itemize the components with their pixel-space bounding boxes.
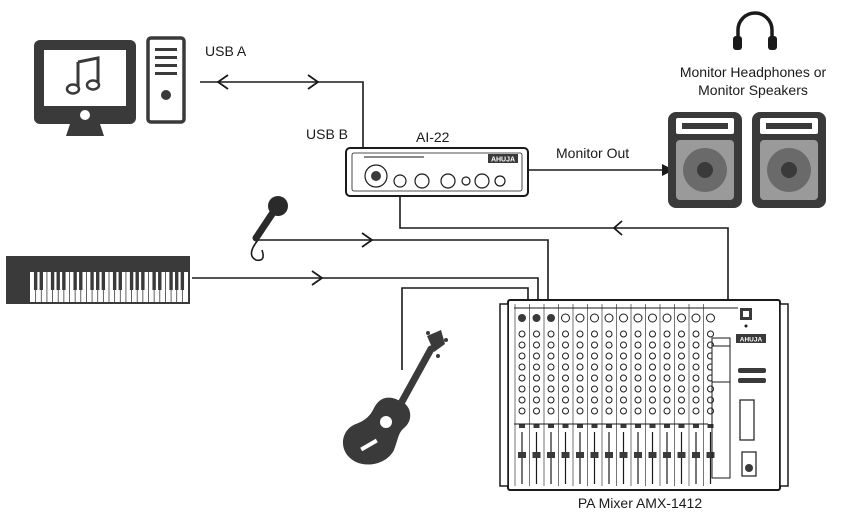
- mixer-console-icon: AHUJA: [499, 299, 789, 491]
- usb-a-label: USB A: [205, 43, 247, 59]
- desktop-computer-icon: [34, 36, 186, 136]
- cable-microphone: [258, 232, 549, 312]
- mixer-name-label: PA Mixer AMX-1412: [578, 495, 702, 511]
- pa-speaker-icon: [668, 112, 742, 208]
- pa-speaker-icon: [752, 112, 826, 208]
- cable-keyboard: [192, 270, 539, 312]
- usb-b-label: USB B: [306, 126, 348, 142]
- monitor-label-line1: Monitor Headphones or: [680, 64, 827, 80]
- mixer-channel-strips: [514, 304, 738, 486]
- headphones-icon: [733, 11, 777, 50]
- monitor-label-line2: Monitor Speakers: [698, 82, 808, 98]
- music-note-icon: [65, 56, 101, 95]
- keyboard-instrument-icon: [6, 256, 190, 304]
- cable-interface-to-mixer: [399, 195, 729, 312]
- keyboard-keys: [33, 272, 185, 302]
- audio-interface-icon: AHUJA: [345, 147, 529, 197]
- microphone-icon: [250, 196, 288, 262]
- interface-name-label: AI-22: [416, 129, 450, 145]
- cable-monitor-out: [528, 164, 674, 176]
- cable-usb: [200, 74, 364, 148]
- mixer-brand-logo: AHUJA: [740, 337, 763, 344]
- interface-brand-logo: AHUJA: [491, 157, 515, 164]
- acoustic-guitar-icon: [342, 330, 448, 465]
- monitor-out-label: Monitor Out: [556, 145, 629, 161]
